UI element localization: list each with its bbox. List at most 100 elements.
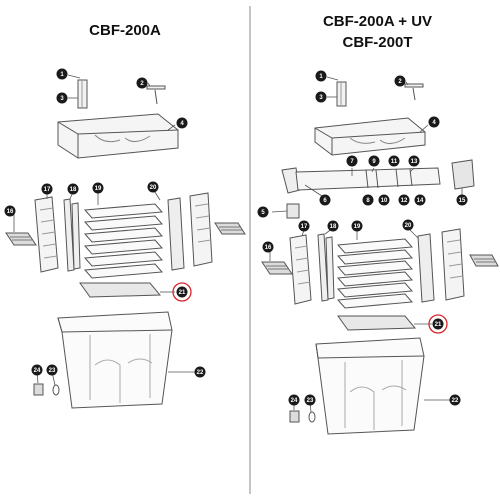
left-callout-19: 19 (92, 182, 104, 194)
callout-badge (428, 116, 440, 128)
callout-badge (432, 318, 444, 330)
callout-badge (449, 394, 461, 406)
right-title-line1: CBF-200A + UV (322, 13, 433, 30)
left-callout-3: 3 (56, 92, 68, 104)
callout-badge (257, 206, 269, 218)
callout-number: 22 (452, 398, 459, 404)
callout-badge (368, 155, 380, 167)
right-part5-fitting (286, 203, 300, 219)
callout-number: 16 (265, 245, 272, 251)
left-filter-group (5, 192, 246, 409)
callout-badge (388, 155, 400, 167)
right-callout-16: 16 (262, 241, 274, 253)
callout-number: 3 (60, 96, 64, 102)
callout-badge (456, 194, 468, 206)
callout-number: 20 (405, 223, 412, 229)
callout-number: 8 (366, 198, 370, 204)
left-part21-pad (79, 282, 162, 298)
left-callout-2: 2 (136, 77, 148, 89)
callout-badge (394, 75, 406, 87)
callout-badge (378, 194, 390, 206)
callout-badge (298, 220, 310, 232)
left-part20-panel (167, 197, 185, 271)
right-callout-20: 20 (402, 219, 414, 231)
left-lid (57, 113, 179, 159)
callout-number: 14 (417, 198, 424, 204)
left-part23-ring (52, 384, 60, 396)
callout-number: 13 (411, 159, 418, 165)
callout-number: 3 (319, 95, 323, 101)
right-part20-panel (417, 233, 435, 303)
left-title: CBF-200A (89, 22, 161, 39)
right-callout-10: 10 (378, 194, 390, 206)
right-part16-tray (261, 261, 293, 275)
callout-number: 24 (34, 368, 41, 374)
callout-badge (194, 366, 206, 378)
callout-number: 16 (7, 209, 14, 215)
left-callout-4: 4 (176, 117, 188, 129)
callout-badge (56, 92, 68, 104)
left-part2-pin (154, 89, 158, 105)
callout-number: 24 (291, 398, 298, 404)
callout-number: 21 (179, 290, 186, 296)
left-callout-22: 22 (194, 366, 206, 378)
callout-badge (67, 183, 79, 195)
callout-badge (147, 181, 159, 193)
callout-badge (319, 194, 331, 206)
left-part24-cap (33, 383, 44, 396)
callout-badge (327, 220, 339, 232)
callout-badge (351, 220, 363, 232)
callout-number: 4 (180, 121, 184, 127)
callout-badge (262, 241, 274, 253)
callout-number: 20 (150, 185, 157, 191)
callout-number: 7 (350, 159, 354, 165)
callout-badge (408, 155, 420, 167)
right-callout-23: 23 (304, 394, 316, 406)
callout-badge (176, 117, 188, 129)
callout-badge (362, 194, 374, 206)
left-callout-17: 17 (41, 183, 53, 195)
callout-number: 10 (381, 198, 388, 204)
left-part18-bars (63, 198, 81, 272)
right-callout-4: 4 (428, 116, 440, 128)
callout-number: 1 (319, 74, 323, 80)
callout-number: 19 (95, 186, 102, 192)
right-callout-22: 22 (449, 394, 461, 406)
right-part21-highlight (428, 314, 448, 334)
right-part24-cap (289, 410, 300, 423)
callout-badge (92, 182, 104, 194)
right-title-line2: CBF-200T (342, 34, 413, 51)
left-part19-sponges (83, 203, 164, 279)
right-part19-sponges (336, 238, 414, 309)
right-callout-11: 11 (388, 155, 400, 167)
right-callout-14: 14 (414, 194, 426, 206)
callout-number: 1 (60, 72, 64, 78)
callout-badge (41, 183, 53, 195)
callout-number: 18 (330, 224, 337, 230)
right-part23-ring (308, 411, 316, 423)
callout-number: 22 (197, 370, 204, 376)
right-lid-group (314, 81, 426, 156)
callout-badge (346, 155, 358, 167)
right-part15-cap (451, 159, 475, 190)
callout-badge (176, 286, 188, 298)
callout-badge (414, 194, 426, 206)
callout-badge (304, 394, 316, 406)
callout-number: 4 (432, 120, 436, 126)
right-callout-2: 2 (394, 75, 406, 87)
right-callout-6: 6 (319, 194, 331, 206)
callout-badge (402, 219, 414, 231)
callout-number: 2 (140, 81, 144, 87)
right-part18-bars (317, 233, 335, 302)
left-part17-panel (34, 196, 59, 273)
right-callout-7: 7 (346, 155, 358, 167)
callout-number: 11 (391, 159, 398, 165)
callout-number: 12 (401, 198, 408, 204)
callout-number: 5 (261, 210, 265, 216)
left-callout-1: 1 (56, 68, 68, 80)
callout-number: 15 (459, 198, 466, 204)
right-part22-tank (315, 337, 425, 435)
callout-number: 21 (435, 322, 442, 328)
left-part21-highlight (172, 282, 192, 302)
